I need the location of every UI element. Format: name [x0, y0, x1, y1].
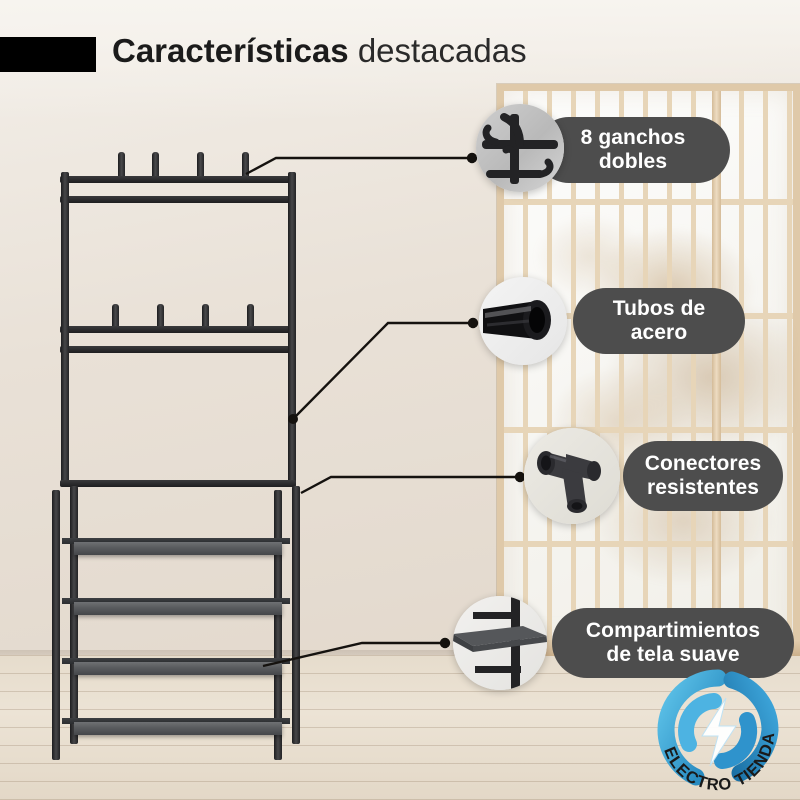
shelf-post-back-right — [292, 486, 300, 744]
callout-pill-hooks[interactable]: 8 ganchos dobles — [536, 117, 730, 183]
upper-post-right — [288, 196, 296, 486]
callout-hooks-line2: dobles — [598, 150, 668, 173]
callout-tubes-line1: Tubos de — [612, 297, 706, 321]
hook-top-1 — [118, 152, 125, 176]
window-center-post — [712, 91, 721, 642]
page-title: Características destacadas — [112, 32, 527, 70]
brand-logo[interactable]: ELECTRO TIENDA — [648, 668, 788, 794]
callout-shelves-line1: Compartimientos — [585, 619, 761, 643]
hook-top-3 — [197, 152, 204, 176]
product-clothes-rack — [52, 150, 322, 770]
page-title-bold: Características — [112, 32, 349, 69]
shelf-2 — [74, 602, 282, 615]
shelf-rail-1 — [62, 538, 290, 544]
hook-mid-2 — [157, 304, 164, 326]
title-accent-block — [0, 37, 96, 72]
callout-connectors-line2: resistentes — [647, 476, 759, 499]
hook-mid-1 — [112, 304, 119, 326]
shelf-post-back-left — [70, 486, 78, 744]
hook-mid-3 — [202, 304, 209, 326]
shelf-post-front-left — [52, 490, 60, 758]
callout-shelves-line2: de tela suave — [606, 643, 740, 666]
steel-tube-photo — [479, 277, 567, 365]
foot-right — [274, 750, 282, 760]
mid-rail-lower — [60, 346, 296, 353]
callout-thumb-shelves[interactable] — [453, 596, 547, 690]
tee-connector-photo — [524, 428, 620, 524]
shelf-rail-4 — [62, 718, 290, 724]
callout-connectors-line1: Conectores — [644, 452, 762, 476]
hook-top-2 — [152, 152, 159, 176]
shelf-4 — [74, 722, 282, 735]
callout-pill-tubes[interactable]: Tubos de acero — [573, 288, 745, 354]
shelf-section-top-rail — [60, 480, 296, 487]
shelf-rail-2 — [62, 598, 290, 604]
callout-thumb-connectors[interactable] — [524, 428, 620, 524]
mid-rail-upper — [60, 326, 296, 333]
callout-tubes-line2: acero — [630, 321, 688, 344]
foot-left — [52, 750, 60, 760]
callout-hooks-line1: 8 ganchos — [580, 126, 686, 150]
top-post-right — [288, 172, 296, 202]
fabric-shelf-photo — [453, 596, 547, 690]
double-hooks-photo — [476, 104, 564, 192]
shelf-post-front-right — [274, 490, 282, 758]
page-title-regular: destacadas — [348, 32, 527, 69]
hook-mid-4 — [247, 304, 254, 326]
shelf-1 — [74, 542, 282, 555]
shelf-3 — [74, 662, 282, 675]
top-rail-upper — [60, 176, 296, 183]
callout-pill-connectors[interactable]: Conectores resistentes — [623, 441, 783, 511]
top-post-left — [61, 172, 69, 202]
callout-thumb-hooks[interactable] — [476, 104, 564, 192]
shelf-rail-3 — [62, 658, 290, 664]
upper-post-left — [61, 196, 69, 486]
hook-top-4 — [242, 152, 249, 176]
callout-thumb-tubes[interactable] — [479, 277, 567, 365]
top-rail-lower — [60, 196, 296, 203]
callout-pill-shelves[interactable]: Compartimientos de tela suave — [552, 608, 794, 678]
